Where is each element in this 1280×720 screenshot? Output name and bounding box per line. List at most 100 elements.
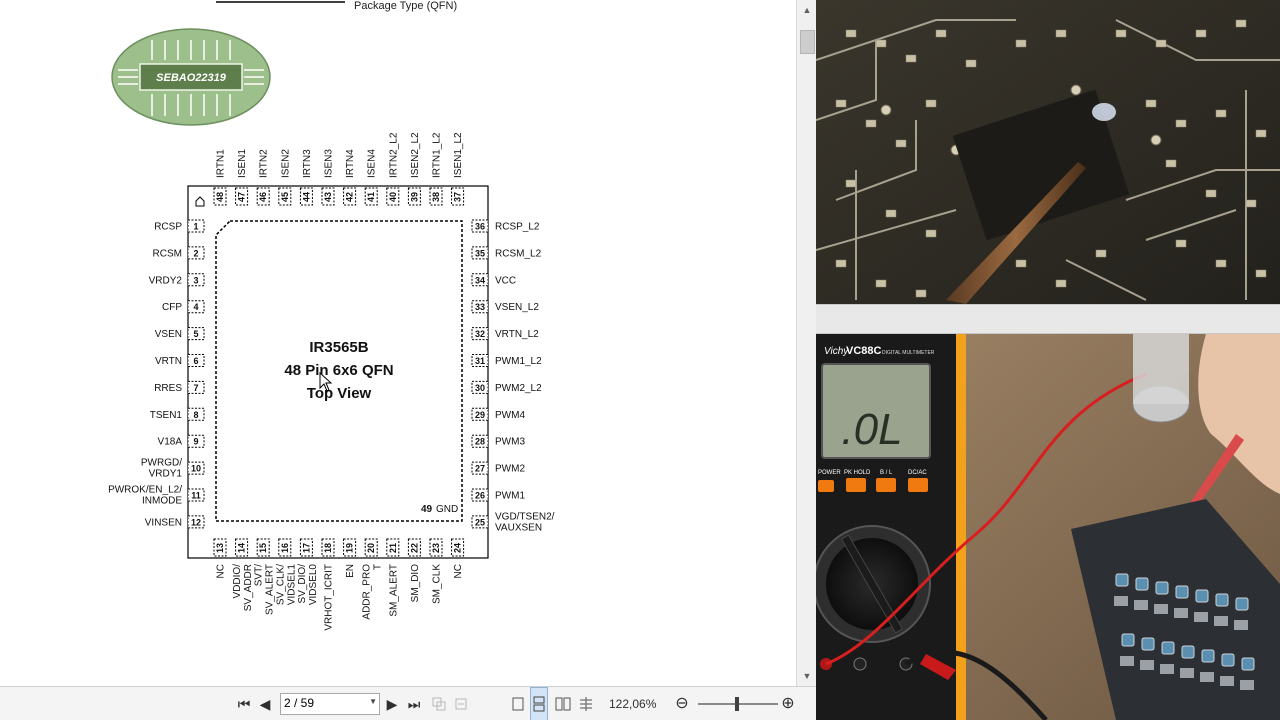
scroll-down-icon[interactable]: ▼: [802, 671, 812, 681]
pin-number: 42: [345, 192, 355, 202]
pin-number: 35: [475, 248, 485, 258]
scroll-up-icon[interactable]: ▲: [802, 5, 812, 15]
pin-number: 9: [193, 437, 198, 447]
pin-number: 38: [431, 192, 441, 202]
meter-button-label-1: B / L: [880, 470, 893, 476]
meter-brand: Vichy: [824, 346, 849, 357]
pin-number: 37: [453, 192, 463, 202]
pin-number: 5: [193, 329, 198, 339]
continuous-view-icon[interactable]: [530, 687, 548, 720]
vertical-scrollbar[interactable]: ▲ ▼: [796, 0, 816, 686]
page-number-input[interactable]: [284, 695, 364, 711]
pin-label: EN: [345, 564, 356, 578]
pin-number: 36: [475, 222, 485, 232]
two-page-continuous-icon[interactable]: [576, 687, 596, 720]
pin-label: CFP: [162, 302, 182, 313]
meter-button-power: [818, 480, 834, 492]
meter-button-label-0: PK HOLD: [844, 470, 871, 476]
gnd-pin-number: 49: [421, 504, 433, 515]
pin-top-47: 47 ISEN1: [235, 149, 249, 206]
pin-label: ISEN3: [324, 149, 335, 178]
pin-number: 4: [193, 302, 198, 312]
scroll-thumb[interactable]: [800, 30, 815, 54]
pin-label: IRTN1_L2: [432, 132, 443, 178]
pin-label: RCSM: [153, 248, 182, 259]
pin-number: 3: [193, 275, 198, 285]
pin-label: PWM1_L2: [495, 356, 542, 367]
pin-number: 10: [191, 464, 201, 474]
pin-label: NC: [216, 564, 227, 578]
pin-label: VRDY2: [149, 275, 183, 286]
chip-name: IR3565B: [309, 339, 368, 356]
pin-number: 47: [237, 192, 247, 202]
pin-label: PWM3: [495, 437, 525, 448]
pin-label: VCC: [495, 275, 516, 286]
pin-number: 27: [475, 464, 485, 474]
pin-number: 24: [453, 543, 463, 553]
zoom-level[interactable]: 122,06%: [609, 697, 657, 711]
single-page-view-icon[interactable]: [509, 687, 527, 720]
pin-label: VDDIO/: [232, 564, 243, 599]
pin-label: VGD/TSEN2/: [495, 511, 555, 522]
pdf-viewer: Package Type (QFN) SEBAO22319 IR3565B 48…: [0, 0, 816, 720]
zoom-slider-thumb[interactable]: [735, 697, 739, 711]
meter-model: VC88C: [846, 345, 882, 357]
zoom-in-button[interactable]: ⊕: [781, 695, 795, 712]
pin-top-38: 38 IRTN1_L2: [429, 132, 443, 206]
pin-label: PWM2_L2: [495, 383, 542, 394]
paste-page-icon[interactable]: [452, 687, 470, 720]
zoom-out-button[interactable]: ⊖: [675, 695, 689, 712]
pin-number: 2: [193, 248, 198, 258]
pin-left-2: 2 RCSM: [153, 246, 205, 260]
watermark-logo: SEBAO22319: [111, 28, 271, 126]
pin-label: PWM4: [495, 410, 525, 421]
pin1-marker: [195, 196, 205, 207]
pin-label: PWRGD/: [141, 458, 182, 469]
pin-number: 14: [237, 543, 247, 553]
camera-feed-pcb-closeup: [816, 0, 1280, 304]
pin-label: VRHOT_ICRIT: [324, 564, 335, 631]
next-page-button[interactable]: ▶: [386, 696, 398, 712]
watermark-text: SEBAO22319: [156, 72, 227, 84]
page-number-field[interactable]: ▼: [280, 693, 380, 715]
pin-left-9: 9 V18A: [158, 434, 205, 448]
pin-label: V18A: [158, 437, 183, 448]
chip-package: [187, 185, 489, 559]
prev-page-button[interactable]: ◀: [259, 696, 271, 712]
two-page-view-icon[interactable]: [553, 687, 573, 720]
pin-label: ISEN2_L2: [410, 132, 421, 178]
pin-label: VINSEN: [145, 517, 182, 528]
pin-left-4: 4 CFP: [162, 300, 205, 314]
pin-number: 23: [431, 543, 441, 553]
chevron-down-icon[interactable]: ▼: [369, 697, 377, 706]
first-page-button[interactable]: ⏮: [237, 696, 251, 712]
pin-number: 22: [409, 543, 419, 553]
pin-label: ISEN1: [237, 149, 248, 178]
meter-lcd: [821, 363, 931, 459]
last-page-button[interactable]: ⏭: [407, 696, 421, 712]
document-page[interactable]: Package Type (QFN) SEBAO22319 IR3565B 48…: [0, 0, 796, 686]
copy-page-icon[interactable]: [430, 687, 448, 720]
pin-label: T: [373, 564, 384, 570]
multimeter: Vichy VC88C DIGITAL MULTIMETER .0L POWER…: [816, 334, 966, 720]
pin-number: 12: [191, 517, 201, 527]
power-label: POWER: [818, 470, 841, 476]
